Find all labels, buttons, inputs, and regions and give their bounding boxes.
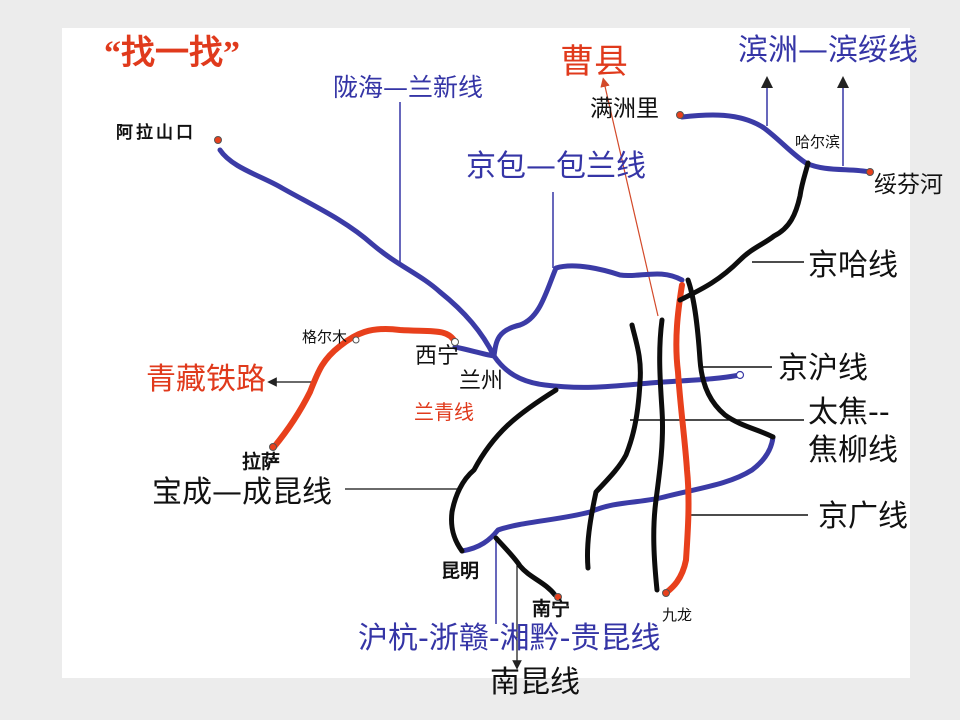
label-kunming: 昆明 <box>441 560 480 582</box>
pointer-caoxian <box>600 77 659 317</box>
label-jingguang: 京广线 <box>818 499 908 534</box>
station-golmud <box>352 336 360 344</box>
station-jiulong <box>662 589 670 597</box>
line-qingzang <box>271 326 458 450</box>
label-taijiao-line2: 焦柳线 <box>808 433 898 468</box>
line-lanqing <box>452 344 497 359</box>
label-binzhou-binsui: 滨洲—滨绥线 <box>738 33 918 68</box>
line-taijiao-jiaoliu <box>585 322 643 571</box>
label-lhasa: 拉萨 <box>242 451 281 473</box>
station-suifenhe <box>866 168 874 176</box>
label-jiulong: 九龙 <box>662 606 693 624</box>
station-lhasa <box>269 443 277 451</box>
label-baocheng-chengkun: 宝成—成昆线 <box>152 475 332 510</box>
label-longhai-lanxin: 陇海—兰新线 <box>333 73 484 102</box>
label-golmud: 格尔木 <box>302 328 348 346</box>
label-manzhouli: 满洲里 <box>590 96 659 122</box>
station-xining <box>451 338 459 346</box>
station-nanning <box>554 593 562 601</box>
line-jingjiu <box>651 317 666 593</box>
label-suifenhe: 绥芬河 <box>874 172 943 198</box>
station-shanghai <box>735 370 745 380</box>
label-caoxian: 曹县 <box>560 42 628 82</box>
label-alashankou: 阿拉山口 <box>116 123 196 143</box>
line-jingguang <box>664 282 692 595</box>
line-jingha <box>677 160 811 303</box>
line-jingbao-baolan <box>491 263 685 359</box>
line-jinghu <box>685 277 776 440</box>
line-nankun <box>493 535 558 598</box>
station-alashankou <box>214 136 222 144</box>
label-nankun: 南昆线 <box>490 665 580 700</box>
label-jingha: 京哈线 <box>808 248 898 283</box>
label-huhang-guikun: 沪杭-浙赣-湘黔-贵昆线 <box>358 621 661 656</box>
label-nanning: 南宁 <box>532 598 571 620</box>
label-taijiao-line1: 太焦-- <box>808 395 890 430</box>
label-qingzang: 青藏铁路 <box>146 362 266 397</box>
label-lanzhou: 兰州 <box>459 369 504 394</box>
label-jingbao-baolan: 京包—包兰线 <box>466 149 646 184</box>
page-title: “找一找” <box>104 35 240 72</box>
label-harbin: 哈尔滨 <box>795 133 841 151</box>
label-jinghu: 京沪线 <box>778 351 868 386</box>
line-binzhou-binsui <box>679 112 873 175</box>
station-manzhouli <box>676 111 684 119</box>
line-huhang-guikun <box>459 434 776 554</box>
label-lanqing: 兰青线 <box>414 400 474 424</box>
line-baocheng-chengkun <box>449 387 559 554</box>
label-xining: 西宁 <box>415 344 460 369</box>
